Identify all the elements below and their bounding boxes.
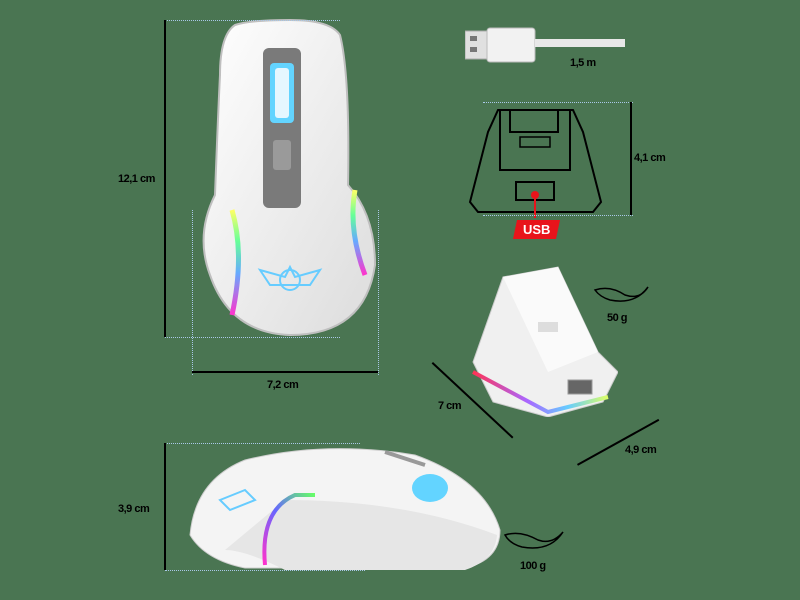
mouse-side-height-label: 3,9 cm [118, 503, 150, 515]
dimension-guide [165, 570, 365, 571]
dimension-guide [483, 215, 633, 216]
dimension-guide [378, 210, 379, 375]
dimension-guide [165, 337, 340, 338]
dock-weight-label: 50 g [607, 312, 628, 324]
dock-width-label: 4,9 cm [625, 444, 657, 456]
usb-port-badge: USB [512, 220, 561, 239]
mouse-width-label: 7,2 cm [267, 379, 299, 391]
charging-dock [468, 262, 619, 418]
mouse-weight-label: 100 g [520, 560, 546, 572]
usb-pointer-line [534, 195, 536, 218]
mouse-height-label: 12,1 cm [118, 173, 155, 185]
height-dimension-line [164, 20, 166, 337]
usb-cable [464, 25, 625, 65]
dimension-guide [483, 102, 633, 103]
dock-height-dimension-line [630, 102, 632, 215]
cable-length-label: 1,5 m [570, 57, 596, 69]
charging-dock-illustration [472, 266, 619, 418]
mouse-side-view [185, 440, 505, 570]
dock-width-dimension-line [577, 418, 660, 466]
mouse-top-view [190, 15, 385, 340]
feather-icon [590, 285, 650, 305]
dimension-guide [165, 20, 340, 21]
side-height-dimension-line [164, 443, 166, 570]
usb-cable-illustration [464, 27, 625, 63]
dimension-guide [165, 443, 360, 444]
dimension-guide [192, 210, 193, 375]
mouse-side-illustration [189, 448, 501, 570]
feather-icon [500, 530, 565, 552]
width-dimension-line [192, 371, 378, 373]
mouse-top-illustration [202, 18, 377, 337]
dock-height-label: 4,1 cm [634, 152, 666, 164]
dock-depth-label: 7 cm [438, 400, 462, 412]
